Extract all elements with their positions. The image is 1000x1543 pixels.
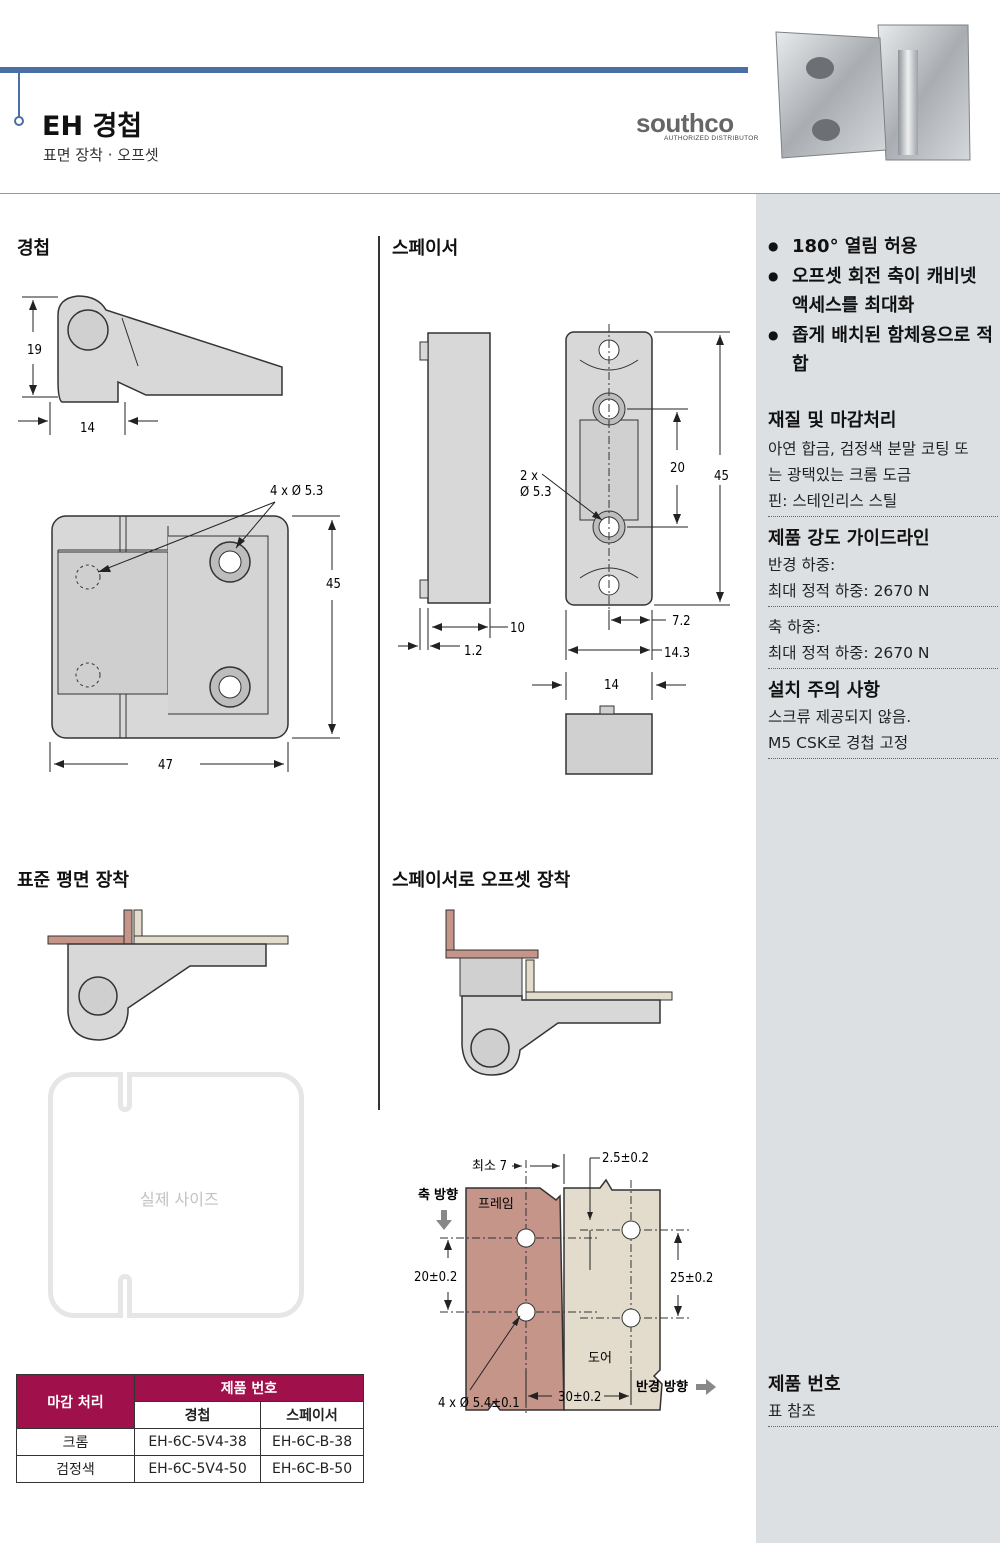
material-text-3: 핀: 스테인리스 스틸 — [768, 492, 898, 510]
cell-spacer-pn: EH-6C-B-38 — [260, 1428, 364, 1456]
spec-sidebar — [756, 194, 1000, 1543]
header-accent-line — [18, 73, 20, 121]
feature-item: 180° 열림 허용 — [768, 232, 996, 261]
header-rule — [0, 193, 1000, 194]
divider — [768, 606, 998, 607]
spacer-drawing: 10 1.2 20 45 2 x Ø 5.3 7.2 14.3 14 — [398, 324, 730, 775]
actual-size-notch-top — [118, 1072, 132, 1112]
dim-45: 45 — [326, 577, 341, 592]
dim-spacer-45: 45 — [714, 469, 729, 484]
axial-direction-label: 축 방향 — [418, 1187, 458, 1203]
page-subtitle: 표면 장착 · 오프셋 — [43, 146, 159, 164]
spacer-heading: 스페이서 — [392, 238, 459, 259]
offset-mount-drawing — [445, 909, 673, 1076]
page-title: EH 경첩 — [42, 111, 143, 142]
material-title: 재질 및 마감처리 — [768, 410, 897, 431]
cell-hinge-pn: EH-6C-5V4-38 — [133, 1428, 262, 1456]
divider — [768, 516, 998, 517]
cell-spacer-pn: EH-6C-B-50 — [260, 1455, 364, 1483]
install-title: 설치 주의 사항 — [768, 680, 880, 701]
dim-spacer-holes-a: 2 x — [520, 469, 538, 484]
header-accent-dot — [14, 116, 24, 126]
dim-14: 14 — [80, 421, 95, 436]
door-label: 도어 — [588, 1351, 612, 1366]
col-spacer: 스페이서 — [260, 1401, 364, 1429]
feature-item: 좁게 배치된 함체용으로 적합 — [768, 321, 996, 379]
divider — [768, 758, 998, 759]
dim-min-7: 최소 7 — [472, 1159, 507, 1174]
dim-spacer-holes-b: Ø 5.3 — [520, 485, 552, 500]
dim-holes-tol: 4 x Ø 5.4±0.1 — [438, 1396, 520, 1411]
flat-mount-drawing — [47, 909, 289, 1041]
dim-gap: 2.5±0.2 — [602, 1151, 649, 1166]
installation-template: 최소 7 2.5±0.2 축 방향 프레임 20±0.2 25±0.2 도어 4… — [414, 1151, 716, 1415]
divider — [768, 1426, 998, 1427]
dim-spacer-10: 10 — [510, 621, 525, 636]
header-accent-bar — [0, 67, 748, 73]
dim-spacer-1-2: 1.2 — [464, 644, 483, 659]
axial-value: 최대 정적 하중: 2670 N — [768, 644, 930, 662]
dim-hinge-holes: 4 x Ø 5.3 — [270, 484, 323, 499]
radial-direction-label: 반경 방향 — [636, 1379, 688, 1395]
logo-tagline: AUTHORIZED DISTRIBUTOR — [664, 135, 759, 142]
dim-20-pitch: 20±0.2 — [414, 1270, 457, 1285]
table-row: 검정색 EH-6C-5V4-50 EH-6C-B-50 — [16, 1455, 364, 1483]
material-text-2: 는 광택있는 크롬 도금 — [768, 466, 912, 484]
axial-label: 축 하중: — [768, 618, 821, 636]
hinge-front-drawing: 4 x Ø 5.3 45 47 — [49, 484, 341, 773]
part-number-table: 마감 처리 제품 번호 경첩 스페이서 크롬 EH-6C-5V4-38 EH-6… — [16, 1374, 364, 1483]
product-photo — [775, 24, 971, 161]
cell-finish: 검정색 — [16, 1455, 135, 1483]
southco-logo: southco — [636, 108, 734, 138]
material-text-1: 아연 합금, 검정색 분말 코팅 또 — [768, 440, 969, 458]
table-row: 크롬 EH-6C-5V4-38 EH-6C-B-38 — [16, 1428, 364, 1456]
actual-size-notch-bottom — [118, 1274, 132, 1318]
actual-size-label: 실제 사이즈 — [140, 1190, 219, 1209]
dim-spacer-14: 14 — [604, 678, 619, 693]
flat-mount-heading: 표준 평면 장착 — [17, 870, 129, 891]
feature-list: 180° 열림 허용 오프셋 회전 축이 캐비넷 액세스를 최대화 좁게 배치된… — [768, 232, 996, 380]
radial-label: 반경 하중: — [768, 556, 836, 574]
pn-header: 제품 번호 — [134, 1374, 364, 1402]
dim-spacer-20: 20 — [670, 461, 685, 476]
radial-value: 최대 정적 하중: 2670 N — [768, 582, 930, 600]
dim-19: 19 — [27, 343, 42, 358]
dim-spacer-14-3: 14.3 — [664, 646, 690, 661]
dim-47: 47 — [158, 758, 173, 773]
feature-item: 오프셋 회전 축이 캐비넷 액세스를 최대화 — [768, 262, 996, 320]
offset-mount-heading: 스페이서로 오프셋 장착 — [392, 870, 571, 891]
hinge-heading: 경첩 — [17, 238, 51, 259]
dim-30-offset: 30±0.2 — [558, 1390, 601, 1405]
cell-hinge-pn: EH-6C-5V4-50 — [133, 1455, 262, 1483]
dim-25-pitch: 25±0.2 — [670, 1271, 713, 1286]
actual-size-outline — [48, 1072, 304, 1318]
strength-title: 제품 강도 가이드라인 — [768, 528, 930, 549]
hinge-side-drawing: 19 14 — [18, 295, 283, 436]
column-divider — [378, 236, 380, 1110]
dim-spacer-7-2: 7.2 — [672, 614, 691, 629]
install-text-2: M5 CSK로 경첩 고정 — [768, 734, 909, 752]
finish-header: 마감 처리 — [16, 1374, 135, 1429]
pn-title: 제품 번호 — [768, 1374, 841, 1395]
install-text-1: 스크류 제공되지 않음. — [768, 708, 912, 726]
divider — [768, 668, 998, 669]
col-hinge: 경첩 — [133, 1401, 262, 1429]
pn-text: 표 참조 — [768, 1402, 816, 1420]
frame-label: 프레임 — [478, 1197, 514, 1212]
cell-finish: 크롬 — [16, 1428, 135, 1456]
